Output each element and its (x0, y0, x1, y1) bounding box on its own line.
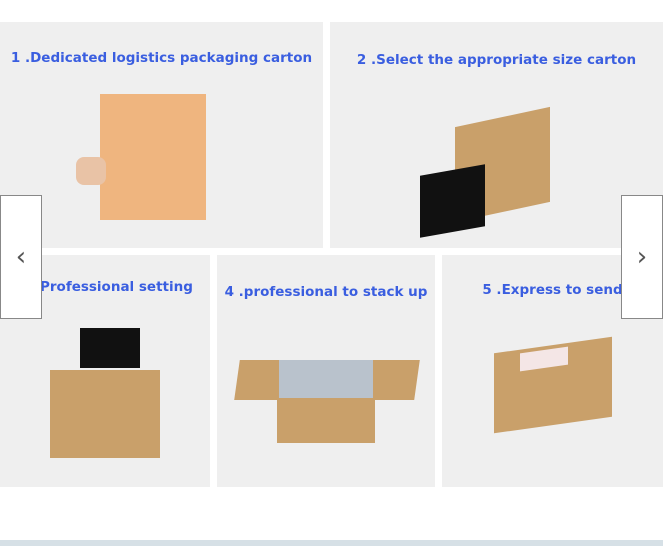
hand-image (76, 157, 106, 185)
divider (0, 540, 663, 546)
black-box-image (80, 328, 140, 368)
black-box-image (420, 164, 485, 238)
open-carton-image (50, 370, 160, 458)
chevron-right-icon: › (636, 242, 648, 272)
chevron-left-icon: ‹ (15, 242, 27, 272)
step-panel-2: 2 .Select the appropriate size carton (330, 22, 663, 248)
step-caption: 4 .professional to stack up (224, 284, 428, 300)
prev-slide-button[interactable]: ‹ (0, 195, 42, 319)
packed-goods-image (279, 360, 373, 398)
step-caption: 1 .Dedicated logistics packaging carton (10, 50, 313, 66)
flat-carton-image (100, 94, 206, 220)
step-caption: Professional setting (40, 279, 193, 295)
next-slide-button[interactable]: › (621, 195, 663, 319)
step-panel-1: 1 .Dedicated logistics packaging carton (0, 22, 323, 248)
step-caption: 5 .Express to send (482, 282, 623, 298)
step-caption: 2 .Select the appropriate size carton (356, 52, 637, 68)
step-panel-4: 4 .professional to stack up (217, 255, 435, 487)
packed-carton-image (277, 395, 375, 443)
